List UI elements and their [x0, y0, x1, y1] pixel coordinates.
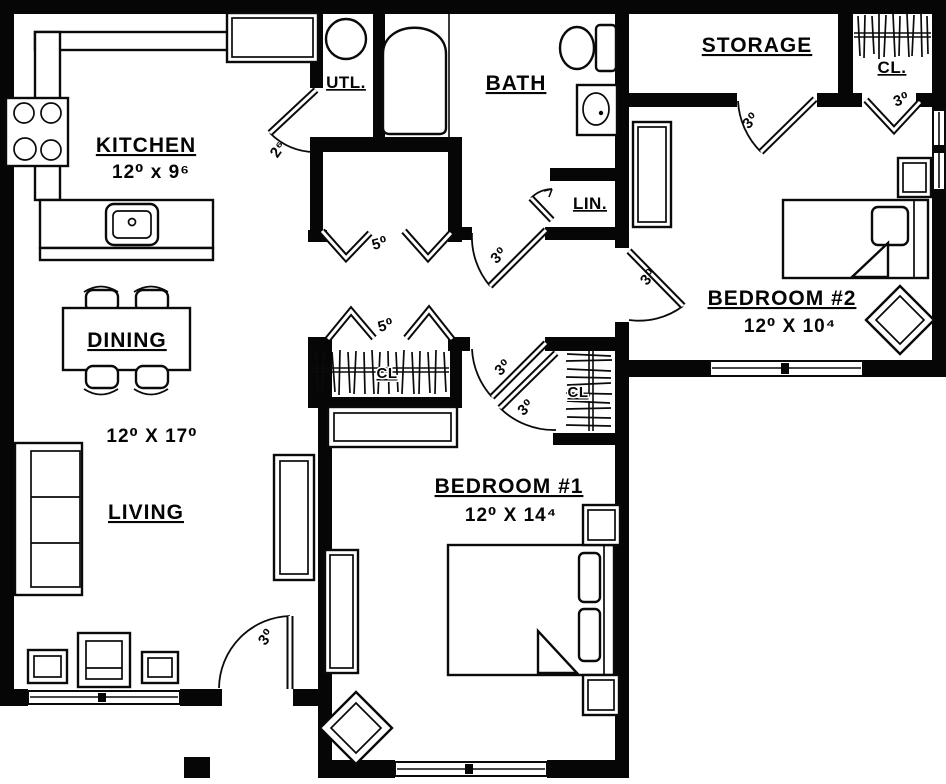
bedroom1-furniture: [318, 405, 622, 766]
kitchen-fixtures: [4, 11, 320, 262]
dresser: [326, 405, 459, 449]
windows: [27, 109, 946, 777]
dining-label: DINING: [87, 329, 167, 352]
stove: [4, 96, 70, 168]
bedroom2-window: [709, 360, 864, 377]
living-window: [27, 690, 181, 705]
utility-label: UTL.: [326, 73, 366, 92]
room-labels: KITCHEN 12⁰ x 9⁶ UTL. BATH STORAGE CL. L…: [87, 34, 906, 526]
bedroom1-closet-hanging-rod: [311, 349, 449, 396]
side-table: [26, 648, 69, 685]
door-kitchen-utility: [267, 87, 319, 153]
water-heater: [324, 17, 368, 61]
nightstand: [581, 673, 621, 717]
storage-closet-hanging-rod: [854, 13, 931, 59]
bedroom2-dim: 12⁰ X 10⁴: [744, 316, 836, 337]
bath-label: BATH: [486, 72, 547, 95]
door-label-laundry-closet: 5⁰: [370, 233, 390, 254]
linen-label: LIN.: [573, 194, 607, 213]
dining-table: [61, 306, 192, 372]
refrigerator: [225, 11, 320, 64]
media-shelf: [272, 453, 316, 582]
bedroom1-closet2-hanging-rod: [565, 350, 613, 431]
living-label: LIVING: [108, 501, 184, 524]
door-bedroom1: [471, 340, 549, 400]
porch-post: [184, 757, 210, 778]
accent-chair: [318, 690, 394, 766]
door-bedroom2: [626, 248, 686, 322]
pillow: [577, 551, 602, 604]
side-table: [140, 650, 180, 685]
door-bedroom1-closet2: [497, 350, 559, 431]
pillow: [870, 205, 910, 247]
door-label-bath: 3⁰: [487, 244, 510, 267]
dining-chair: [133, 388, 169, 396]
bed: [781, 198, 930, 280]
nightstand: [896, 156, 933, 199]
bedroom2-label: BEDROOM #2: [708, 287, 857, 310]
sofa: [13, 441, 84, 597]
kitchen-dim: 12⁰ x 9⁶: [112, 162, 190, 183]
dining-chair: [134, 364, 170, 390]
living-dining-dim: 12⁰ X 17⁰: [106, 426, 197, 447]
dresser: [323, 548, 360, 675]
dining-set: [61, 285, 192, 396]
door-label-bedroom1-closet: 5⁰: [376, 315, 396, 336]
door-linen: [528, 188, 555, 223]
bedroom2-furniture: [631, 120, 936, 356]
door-label-storage: 3⁰: [739, 109, 762, 132]
blanket-fold: [848, 240, 890, 279]
nightstand: [581, 503, 622, 547]
bath-fixtures: [381, 14, 619, 137]
kitchen-label: KITCHEN: [96, 134, 196, 157]
toilet: [558, 23, 618, 73]
bedroom1-dim: 12⁰ X 14⁴: [465, 505, 557, 526]
bedroom1-window: [394, 761, 548, 777]
kitchen-sink: [104, 202, 160, 247]
bedroom1-closet-label: CL: [377, 365, 398, 382]
kitchen-counter-top: [33, 30, 240, 52]
bathtub: [381, 26, 448, 136]
door-label-storage-closet: 3⁰: [891, 89, 912, 110]
bedroom1-closet2-label: CL: [568, 384, 589, 401]
door-label-front: 3⁰: [255, 626, 278, 649]
door-bath: [471, 227, 549, 289]
bedroom2-side-window: [932, 109, 946, 191]
dining-chair: [84, 364, 120, 390]
door-bedroom1-closet-bifold: [325, 304, 455, 342]
door-label-bedroom2: 3⁰: [637, 266, 660, 289]
bedroom1-label: BEDROOM #1: [435, 475, 584, 498]
dresser: [631, 120, 673, 229]
storage-label: STORAGE: [702, 34, 812, 57]
door-label-kitchen-utility: 2⁶: [267, 138, 290, 161]
door-laundry-closet-bifold: [319, 228, 454, 264]
door-storage-closet-bifold: [863, 97, 923, 136]
dining-chair: [83, 388, 119, 396]
vanity-sink: [575, 83, 619, 137]
accent-chair: [864, 284, 936, 356]
storage-closet-label: CL.: [878, 58, 907, 77]
living-furniture: [13, 441, 316, 689]
door-front: [218, 615, 294, 689]
pillow: [577, 607, 602, 663]
door-storage: [737, 96, 818, 155]
armchair: [76, 631, 132, 689]
bed: [446, 543, 616, 677]
door-label-bedroom1-closet2: 3⁰: [514, 396, 537, 419]
